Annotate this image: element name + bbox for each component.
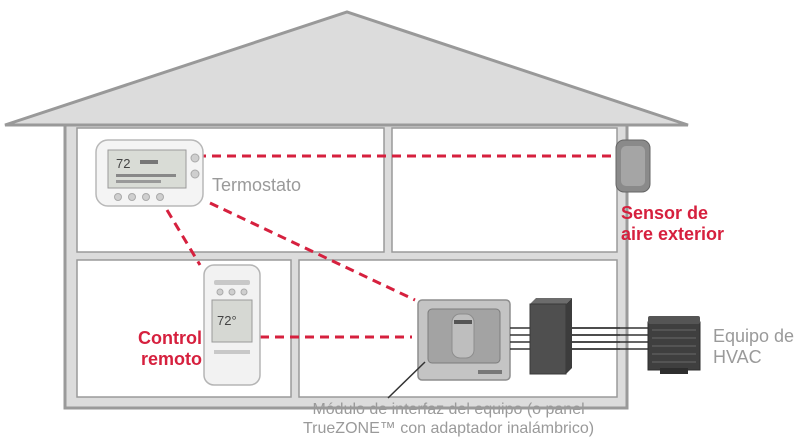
outdoor-sensor-label-line-1: Sensor de [621,203,709,223]
thermostat-device: 72 [95,139,204,207]
interface-module-label-line-1: Módulo de interfaz del equipo (o panel [312,401,585,418]
hvac-equipment-label: Equipo de HVAC [713,326,794,368]
outdoor-sensor-label: Sensor de aire exterior [621,203,724,245]
wireless-links [165,154,612,339]
furnace-device [529,298,572,375]
interface-module-pointer [387,361,426,399]
thermostat-label: Termostato [212,175,302,195]
remote-temperature: 72° [217,313,237,328]
outdoor-sensor-label-line-2: aire exterior [621,224,725,245]
remote-control-label-line-1: Control [138,328,202,348]
outdoor-sensor-device [615,139,651,193]
remote-control-device: 72° [203,264,261,386]
link-thermostat-module [209,201,416,302]
remote-control-label: Control remoto [138,328,202,370]
house-roof [4,10,689,127]
remote-control-label-line-2: remoto [140,349,202,370]
hvac-equipment-label-line-1: Equipo de [713,326,795,346]
interface-module-label-line-2: TrueZONE™ con adaptador inalámbrico) [303,419,595,437]
hvac-equipment-label-line-2: HVAC [713,347,762,368]
interface-module-label: Módulo de interfaz del equipo (o panel T… [303,401,594,439]
thermostat-temperature: 72 [116,156,130,171]
room-upper-right [391,127,618,253]
link-thermostat-remote [165,209,202,266]
ac-condenser-device [647,316,701,374]
interface-module-device [417,299,511,381]
